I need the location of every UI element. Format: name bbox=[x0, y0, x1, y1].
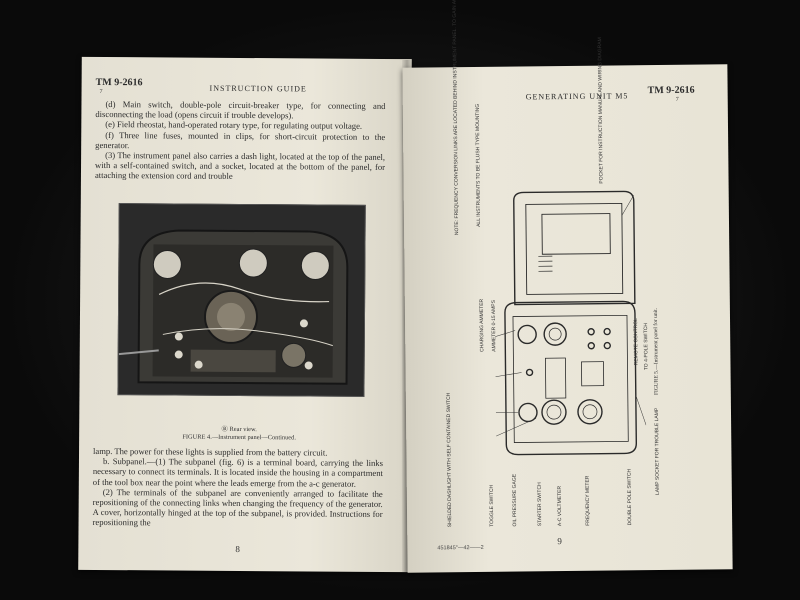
label-dashlight: SHIELDED DASHLIGHT WITH SELF CONTAINED S… bbox=[445, 392, 454, 528]
label-remote-control: REMOTE CONTROL bbox=[632, 318, 640, 366]
paragraph: (f) Three line fuses, mounted in clips, … bbox=[95, 129, 386, 151]
label-flush-mount: ALL INSTRUMENTS TO BE FLUSH TYPE MOUNTIN… bbox=[474, 103, 483, 227]
right-page-number: 9 bbox=[557, 536, 562, 547]
label-ammeter: AMMETER 0-15 AMPS bbox=[490, 300, 498, 352]
label-lamp-socket: LAMP SOCKET FOR TROUBLE LAMP bbox=[653, 407, 661, 496]
footer-code: 451845°—42——2 bbox=[437, 544, 484, 552]
left-text-bottom: lamp. The power for these lights is supp… bbox=[93, 446, 384, 530]
label-note: NOTE: FREQUENCY CONVERSION LINKS ARE LOC… bbox=[450, 0, 461, 236]
left-text-top: (d) Main switch, double-pole circuit-bre… bbox=[95, 99, 386, 183]
label-charging-ammeter: CHARGING AMMETER bbox=[478, 298, 486, 352]
paragraph: (3) The instrument panel also carries a … bbox=[94, 150, 386, 182]
photo-caption: Ⓑ Rear view. FIGURE 4.—Instrument panel—… bbox=[109, 425, 369, 443]
label-oil-gage: OIL PRESSURE GAGE bbox=[511, 473, 519, 527]
label-double-pole-switch: DOUBLE POLE SWITCH bbox=[626, 468, 634, 526]
instrument-panel-photo bbox=[117, 203, 366, 397]
left-header-sub: 7 bbox=[99, 88, 103, 96]
right-page: GENERATING UNIT M5 TM 9-2616 7 bbox=[402, 0, 733, 573]
paragraph: (2) The terminals of the subpanel are co… bbox=[92, 486, 383, 528]
paragraph: b. Subpanel.—(1) The subpanel (fig. 6) i… bbox=[92, 456, 384, 489]
paragraph: (d) Main switch, double-pole circuit-bre… bbox=[95, 99, 386, 121]
label-toggle-switch: TOGGLE SWITCH bbox=[488, 484, 496, 527]
right-header-title: GENERATING UNIT M5 bbox=[525, 91, 629, 102]
caption-figure: FIGURE 4.—Instrument panel—Continued. bbox=[182, 433, 296, 442]
label-starter-switch: STARTER SWITCH bbox=[536, 482, 544, 527]
figure-caption: FIGURE 5.—Instrument panel for unit. bbox=[652, 307, 660, 396]
left-header-title: INSTRUCTION GUIDE bbox=[209, 83, 307, 94]
label-pocket: POCKET FOR INSTRUCTION MANUAL AND WIRING… bbox=[597, 37, 605, 184]
right-header-tm: TM 9-2616 bbox=[647, 84, 695, 97]
left-header-tm: TM 9-2616 bbox=[95, 76, 143, 89]
label-ac-voltmeter: A-C VOLTMETER bbox=[556, 485, 564, 527]
panel-diagram bbox=[493, 190, 647, 456]
right-header-sub: 7 bbox=[675, 96, 679, 103]
label-frequency-meter: FREQUENCY METER bbox=[584, 475, 592, 526]
left-page: TM 9-2616 7 INSTRUCTION GUIDE (d) Main s… bbox=[78, 56, 412, 573]
left-page-number: 8 bbox=[235, 543, 240, 554]
label-four-pole-switch: TO 4-POLE SWITCH bbox=[643, 323, 650, 371]
